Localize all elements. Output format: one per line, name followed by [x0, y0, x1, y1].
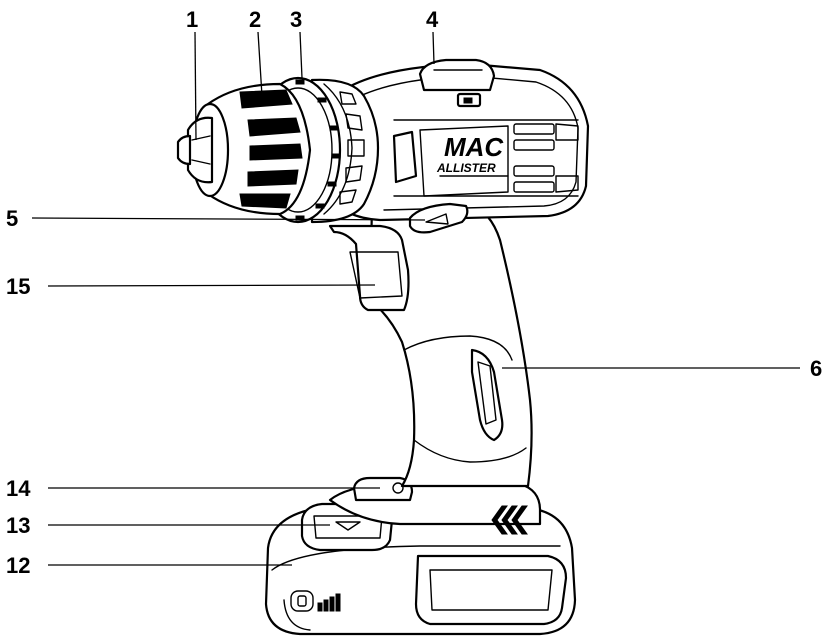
side-vents: [513, 123, 579, 193]
leader-4: [432, 31, 435, 65]
led-light: [408, 202, 469, 234]
brand-logo: MAC ALLISTER: [436, 132, 509, 177]
battery-level-indicator: [290, 590, 341, 612]
leader-15: [47, 284, 376, 287]
logo-allister: ALLISTER: [436, 161, 496, 175]
leader-1: [194, 31, 197, 141]
callout-13: 13: [6, 513, 30, 538]
leader-3: [299, 31, 303, 79]
foot-chevrons: [491, 505, 528, 535]
leader-5: [31, 217, 426, 221]
drill-illustration: MAC ALLISTER: [176, 58, 590, 636]
direction-switch: [352, 476, 414, 502]
callout-6: 6: [810, 356, 822, 381]
callout-2: 2: [249, 7, 261, 32]
logo-mac: MAC: [444, 132, 504, 162]
torque-collar-ribs: [339, 91, 365, 205]
chuck-nose: [176, 116, 214, 184]
callout-3: 3: [290, 7, 302, 32]
callout-5: 5: [6, 206, 18, 231]
leader-2: [257, 31, 263, 97]
callout-labels: 1 2 3 4 5 15 6 14 13 12: [6, 7, 822, 578]
torque-ring-marks: [295, 79, 341, 221]
callout-12: 12: [6, 553, 30, 578]
handle: [368, 204, 533, 488]
chuck-grips: [239, 89, 303, 209]
keyless-chuck: [190, 82, 312, 216]
trigger: [328, 224, 410, 312]
callout-1: 1: [186, 7, 198, 32]
callout-15: 15: [6, 274, 30, 299]
gear-selector: [418, 58, 496, 108]
callout-4: 4: [426, 7, 439, 32]
motor-housing: [328, 62, 590, 222]
callout-14: 14: [6, 476, 31, 501]
leader-lines: [31, 31, 800, 566]
